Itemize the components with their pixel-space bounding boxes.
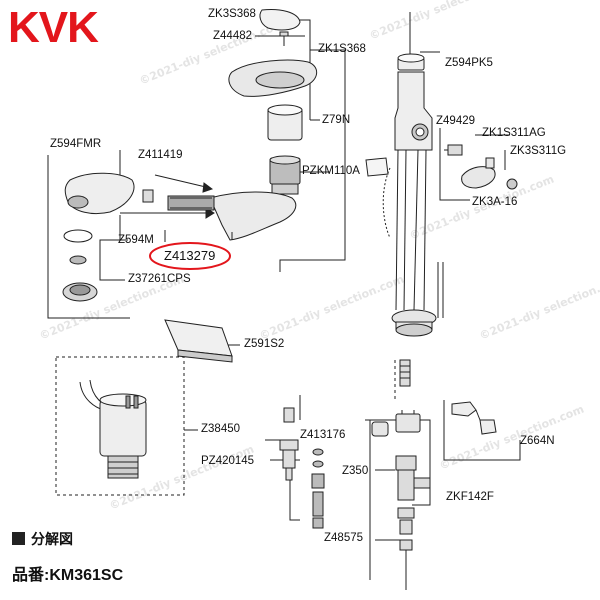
ring-set: [62, 229, 98, 302]
diagram-title: 分解図: [12, 532, 73, 546]
screw-icon: [279, 31, 289, 46]
clamp: [451, 401, 497, 435]
dashed-box: [55, 356, 185, 496]
label-z664n: Z664N: [520, 435, 555, 447]
tray: [164, 319, 233, 363]
o-rings: [311, 448, 325, 529]
label-zk1s311ag: ZK1S311AG: [482, 127, 546, 139]
fitting: [444, 144, 463, 156]
label-z594pk5: Z594PK5: [445, 57, 493, 69]
label-z413176: Z413176: [300, 429, 346, 441]
nut: [142, 189, 154, 203]
supply-tee: [395, 455, 431, 590]
arrow-head: [202, 182, 214, 193]
supply-pipes: [382, 149, 444, 318]
label-zk3a16: ZK3A-16: [472, 196, 518, 208]
spout: [167, 191, 297, 241]
cartridge-cover: [267, 104, 303, 141]
highlight-ring: [149, 242, 231, 270]
diagram-title-text: 分解図: [31, 531, 73, 547]
label-pz420145: PZ420145: [201, 455, 255, 467]
label-z37261cps: Z37261CPS: [128, 273, 191, 285]
label-z48575: Z48575: [324, 532, 364, 544]
arrow: [154, 174, 211, 189]
square-bullet-icon: [12, 532, 25, 545]
label-zk3s368: ZK3S368: [208, 8, 256, 20]
cap: [506, 178, 518, 190]
clip: [365, 157, 389, 177]
leader-line: [47, 155, 130, 319]
leader-line: [443, 400, 521, 461]
hand-shower: [64, 172, 135, 215]
label-z594m: Z594M: [118, 234, 154, 246]
supply-stack-left: [279, 407, 299, 481]
lever-cap: [259, 9, 301, 31]
tee-fitting: [371, 410, 421, 437]
leader-line: [439, 128, 470, 201]
valve-body: [394, 53, 433, 151]
cartridge: [269, 155, 301, 195]
base-plate: [391, 309, 437, 337]
label-z44482: Z44482: [213, 30, 253, 42]
label-z413279: Z413279: [164, 248, 216, 263]
leader-line: [310, 49, 346, 60]
leader-line: [297, 19, 311, 120]
label-z594fmr: Z594FMR: [50, 138, 102, 150]
model-number: 品番:KM361SC: [12, 567, 124, 584]
label-zk1s368: ZK1S368: [318, 43, 366, 55]
label-z79n: Z79N: [322, 114, 351, 126]
main-lever: [228, 59, 318, 97]
label-zkf142f: ZKF142F: [446, 491, 494, 503]
small-lever: [461, 157, 496, 189]
leader-line: [99, 239, 128, 281]
threaded-stud: [399, 359, 411, 387]
leader-line: [279, 60, 346, 272]
label-z411419: Z411419: [138, 149, 183, 161]
hose-assembly: [79, 379, 147, 479]
label-pzkm110a: PZKM110A: [302, 165, 360, 177]
label-z38450: Z38450: [201, 423, 241, 435]
label-z350: Z350: [342, 465, 369, 477]
label-z49429: Z49429: [436, 115, 476, 127]
label-zk3s311g: ZK3S311G: [510, 145, 567, 157]
kvk-logo: KVK: [8, 3, 99, 52]
label-z591s2: Z591S2: [244, 338, 285, 350]
